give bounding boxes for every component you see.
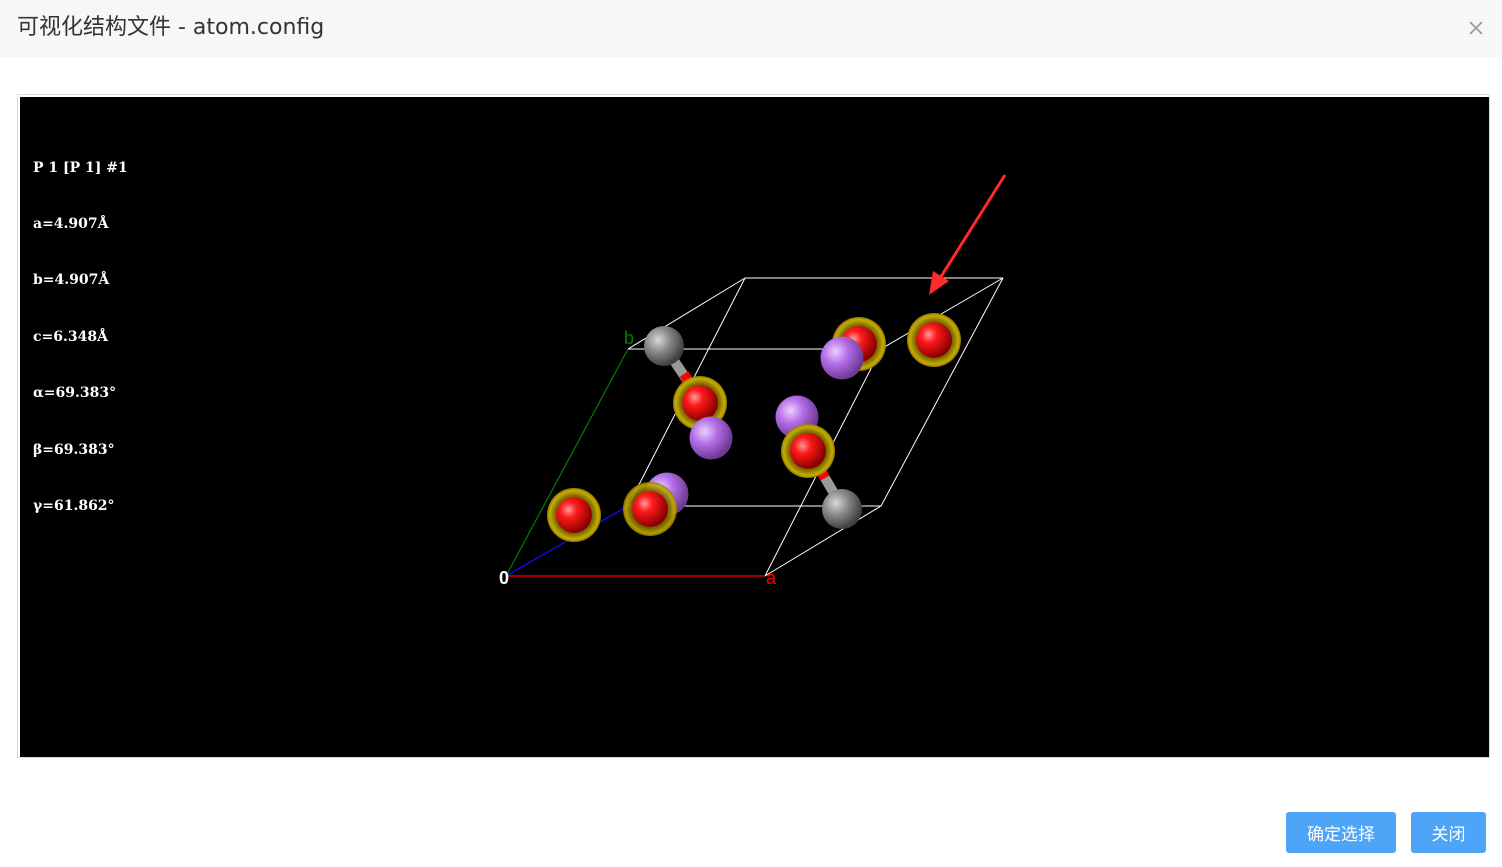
crystal-scene: 0 a b bbox=[499, 174, 1007, 588]
annotation-arrow-icon bbox=[929, 174, 1007, 295]
atom-purple-2[interactable] bbox=[689, 416, 733, 460]
axis-a-label: a bbox=[766, 568, 777, 588]
cell-gamma-label: γ=61.862° bbox=[33, 497, 115, 514]
axis-b-line bbox=[505, 348, 629, 577]
origin-label: 0 bbox=[499, 568, 509, 588]
atom-o-lower-mid[interactable] bbox=[623, 482, 677, 536]
atom-o-middle[interactable] bbox=[781, 424, 835, 478]
cell-b-label: b=4.907Å bbox=[33, 272, 110, 289]
dialog-header: 可视化结构文件 - atom.config bbox=[0, 0, 1502, 57]
space-group-label: P 1 [P 1] #1 bbox=[33, 159, 128, 176]
cell-beta-label: β=69.383° bbox=[33, 441, 115, 458]
axis-b-label: b bbox=[624, 328, 634, 348]
atom-carbon-lower[interactable] bbox=[822, 489, 862, 529]
atom-carbon-upper[interactable] bbox=[644, 326, 684, 366]
cell-parameters: P 1 [P 1] #1 a=4.907Å b=4.907Å c=6.348Å … bbox=[33, 121, 128, 553]
atom-purple-1[interactable] bbox=[820, 336, 864, 380]
cell-alpha-label: α=69.383° bbox=[33, 385, 117, 402]
close-icon[interactable] bbox=[1464, 16, 1488, 40]
cell-c-label: c=6.348Å bbox=[33, 328, 108, 345]
atom-o-lower-left[interactable] bbox=[547, 488, 601, 542]
atom-o-upper[interactable] bbox=[673, 376, 727, 430]
structure-3d-viewer[interactable]: P 1 [P 1] #1 a=4.907Å b=4.907Å c=6.348Å … bbox=[20, 97, 1489, 757]
structure-viewer-frame: P 1 [P 1] #1 a=4.907Å b=4.907Å c=6.348Å … bbox=[17, 94, 1490, 758]
cell-a-label: a=4.907Å bbox=[33, 215, 109, 232]
atom-o-top-right-2[interactable] bbox=[907, 313, 961, 367]
dialog-title: 可视化结构文件 - atom.config bbox=[17, 15, 325, 40]
close-button[interactable]: 关闭 bbox=[1411, 812, 1486, 853]
confirm-selection-button[interactable]: 确定选择 bbox=[1286, 812, 1396, 853]
